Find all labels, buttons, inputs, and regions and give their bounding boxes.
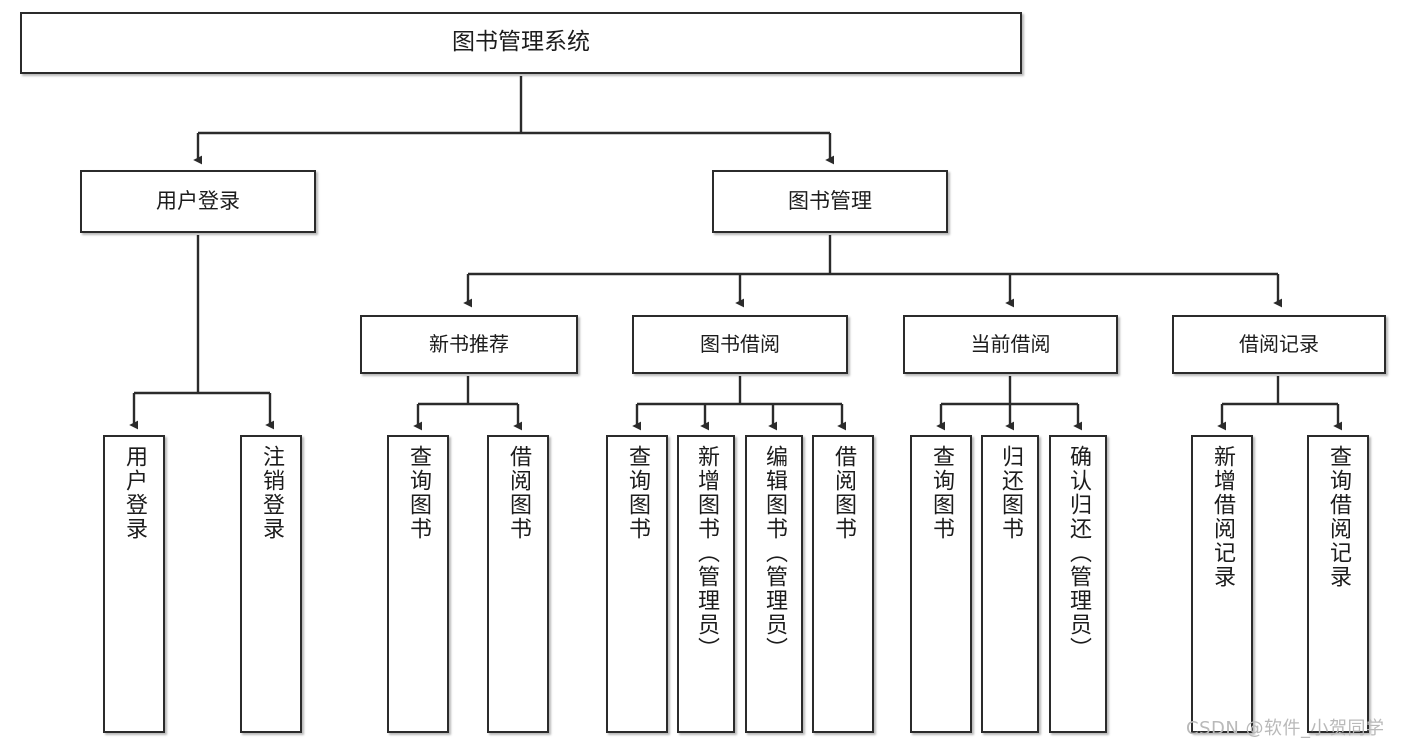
leaf-query-borrow-record[interactable]: 查询借阅记录: [1307, 435, 1369, 733]
leaf-query-book-newbook[interactable]: 查询图书: [387, 435, 449, 733]
node-book-borrow[interactable]: 图书借阅: [632, 315, 848, 374]
node-label: 新增借阅记录: [1210, 445, 1235, 589]
node-label: 图书借阅: [700, 332, 780, 357]
node-label: 确认归还（管理员）: [1066, 445, 1091, 661]
leaf-return-book[interactable]: 归还图书: [981, 435, 1039, 733]
leaf-user-login[interactable]: 用户登录: [103, 435, 165, 733]
node-label: 编辑图书（管理员）: [762, 445, 787, 661]
leaf-borrow-book[interactable]: 借阅图书: [812, 435, 874, 733]
node-label: 图书管理系统: [452, 29, 590, 56]
node-label: 用户登录: [122, 445, 147, 541]
csdn-watermark: CSDN @软件_小贺同学: [1186, 718, 1385, 739]
leaf-add-borrow-record[interactable]: 新增借阅记录: [1191, 435, 1253, 733]
node-label: 借阅图书: [506, 445, 531, 541]
node-borrow-record[interactable]: 借阅记录: [1172, 315, 1386, 374]
node-new-book-recommend[interactable]: 新书推荐: [360, 315, 578, 374]
leaf-logout[interactable]: 注销登录: [240, 435, 302, 733]
node-label: 归还图书: [998, 445, 1023, 541]
leaf-add-book-admin[interactable]: 新增图书（管理员）: [677, 435, 735, 733]
node-label: 当前借阅: [970, 332, 1051, 357]
node-label: 借阅图书: [831, 445, 856, 541]
node-label: 新增图书（管理员）: [694, 445, 719, 661]
node-root-book-management-system[interactable]: 图书管理系统: [20, 12, 1022, 74]
leaf-query-book-current[interactable]: 查询图书: [910, 435, 972, 733]
leaf-borrow-book-newbook[interactable]: 借阅图书: [487, 435, 549, 733]
node-label: 查询图书: [406, 445, 431, 541]
node-current-borrow[interactable]: 当前借阅: [903, 315, 1118, 374]
node-label: 新书推荐: [429, 332, 509, 357]
node-book-management[interactable]: 图书管理: [712, 170, 948, 233]
node-label: 图书管理: [788, 188, 872, 213]
node-user-login[interactable]: 用户登录: [80, 170, 316, 233]
node-label: 用户登录: [156, 188, 240, 213]
node-label: 查询借阅记录: [1326, 445, 1351, 589]
leaf-confirm-return-admin[interactable]: 确认归还（管理员）: [1049, 435, 1107, 733]
node-label: 借阅记录: [1239, 332, 1319, 357]
node-label: 查询图书: [929, 445, 954, 541]
leaf-query-book-borrow[interactable]: 查询图书: [606, 435, 668, 733]
node-label: 查询图书: [625, 445, 650, 541]
node-label: 注销登录: [259, 445, 284, 541]
leaf-edit-book-admin[interactable]: 编辑图书（管理员）: [745, 435, 803, 733]
